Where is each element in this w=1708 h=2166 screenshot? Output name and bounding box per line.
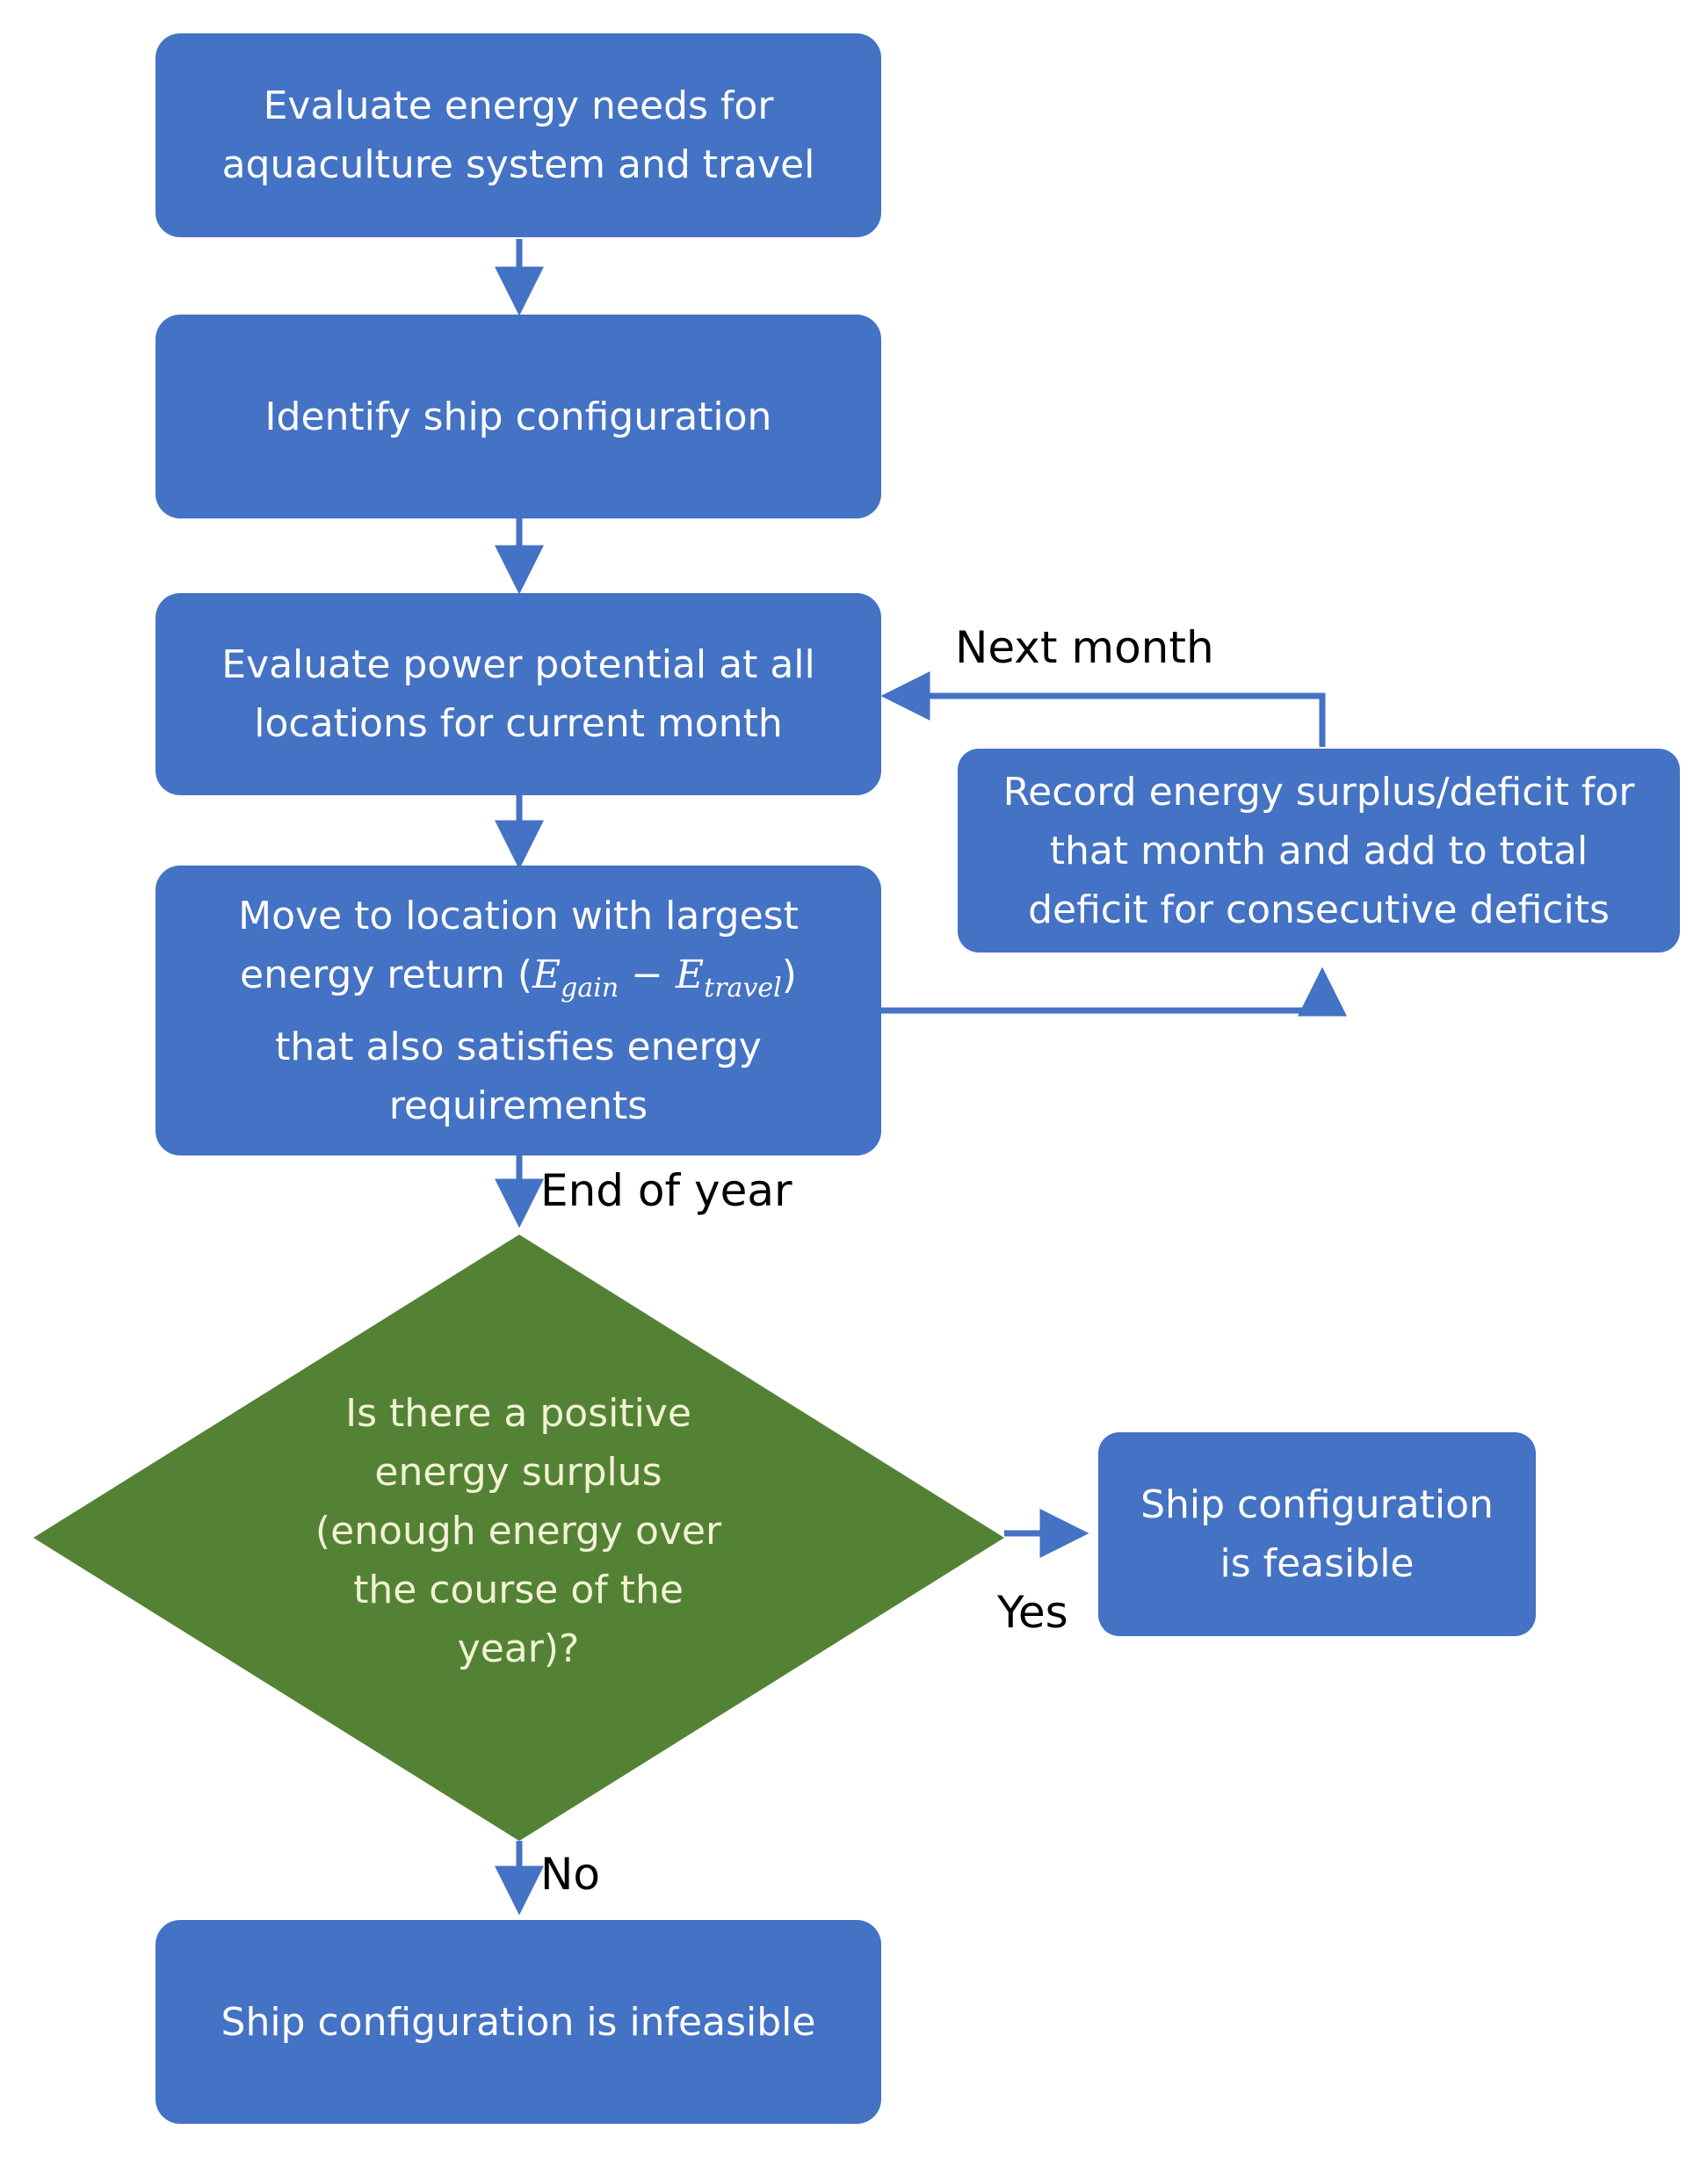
move-line-2-suffix: ) [781,952,797,997]
move-line-3: that also satisfies energy [275,1024,762,1069]
evaluate-energy-needs-label: Evaluate energy needs for aquaculture sy… [221,83,815,187]
arrow-record-to-evaluate [880,671,1326,747]
arrow-move-to-record [881,967,1347,1017]
evaluate-power-potential-label: Evaluate power potential at all location… [221,642,815,746]
feasible-box: Ship configuration is feasible [1098,1432,1536,1636]
no-label: No [540,1849,600,1900]
infeasible-box: Ship configuration is infeasible [156,1920,881,2124]
record-energy-label: Record energy surplus/deficit for that m… [1002,769,1635,932]
move-line-2-prefix: energy return ( [240,952,533,997]
infeasible-label: Ship configuration is infeasible [221,1999,816,2045]
identify-configuration-box: Identify ship configuration [156,315,881,518]
decision-label: Is there a positive energy surplus (enou… [315,1391,722,1671]
move-line-2: energy return (Egain − Etravel) [238,945,799,1018]
move-line-4: requirements [388,1083,648,1128]
move-line-1: Move to location with largest [238,893,799,938]
yes-label: Yes [997,1587,1068,1638]
e-gain-symbol: Egain [532,952,619,1003]
identify-configuration-label: Identify ship configuration [264,394,772,439]
evaluate-power-potential-box: Evaluate power potential at all location… [156,593,881,795]
move-to-location-box: Move to location with largest energy ret… [156,866,881,1155]
decision-diamond [33,1235,1004,1841]
next-month-label: Next month [955,622,1214,673]
minus-sign: − [619,952,677,997]
e-travel-symbol: Etravel [676,952,782,1003]
evaluate-energy-needs-box: Evaluate energy needs for aquaculture sy… [156,33,881,237]
record-energy-box: Record energy surplus/deficit for that m… [958,749,1680,953]
move-to-location-label: Move to location with largest energy ret… [238,887,799,1135]
end-of-year-label: End of year [540,1165,792,1216]
feasible-label: Ship configuration is feasible [1140,1482,1494,1586]
